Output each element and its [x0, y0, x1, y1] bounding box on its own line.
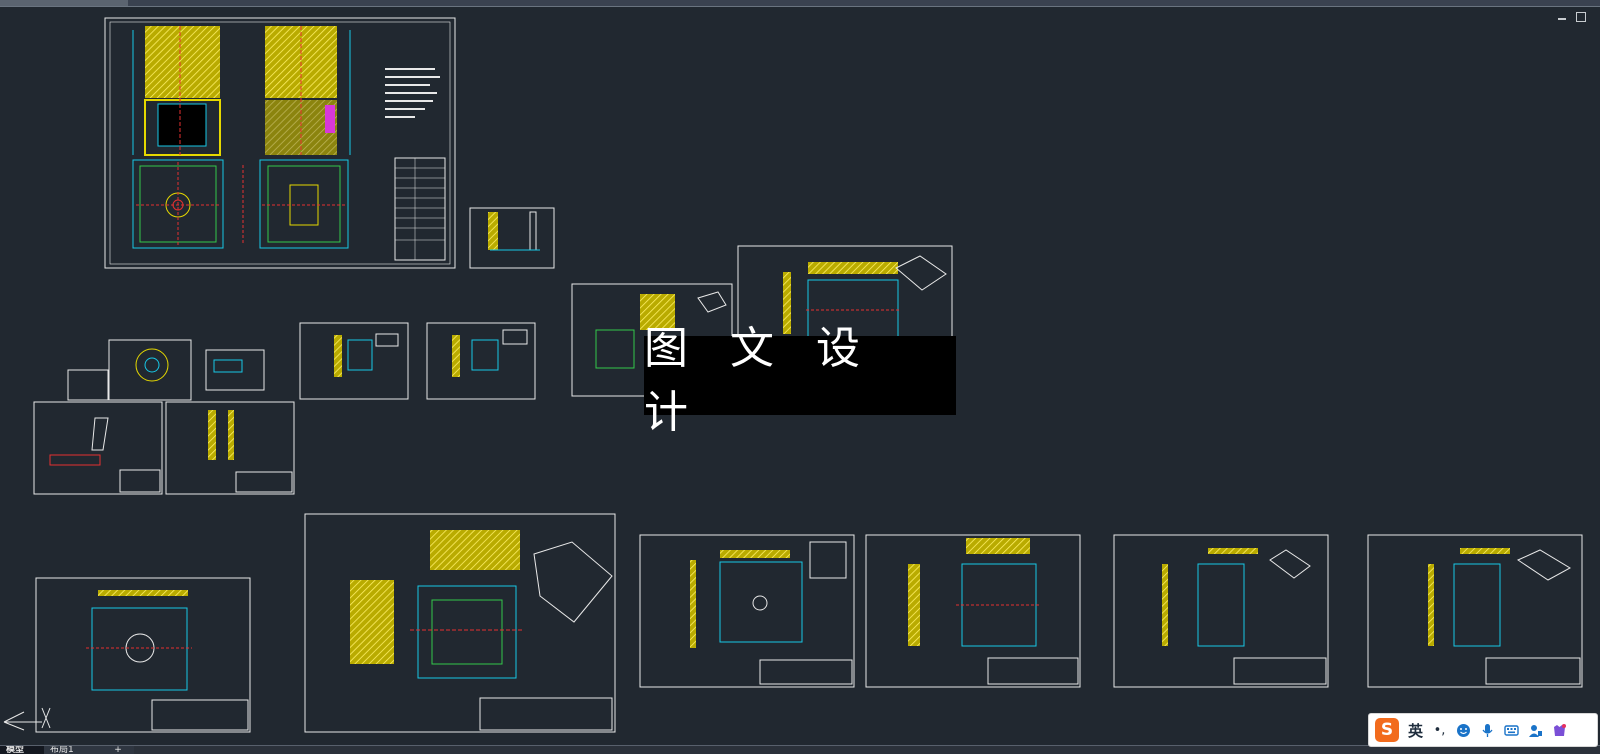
user-icon[interactable] — [1528, 723, 1543, 738]
layout-tab-bar: 模型 布局1 + — [0, 745, 1600, 754]
part-drawing-sheet[interactable] — [304, 513, 616, 733]
part-drawing-sheet[interactable] — [639, 534, 855, 688]
cad-model-space[interactable] — [0, 7, 1600, 745]
part-drawing-sheet[interactable] — [737, 245, 953, 397]
add-layout-button[interactable]: + — [102, 746, 134, 754]
part-drawing-sheet[interactable] — [35, 577, 251, 733]
part-drawing-sheet[interactable] — [426, 322, 536, 400]
ime-toolbar: S 英 •, — [1368, 713, 1598, 747]
part-drawing-sheet[interactable] — [865, 534, 1081, 688]
ime-language-toggle[interactable]: 英 — [1408, 721, 1424, 740]
keyboard-icon[interactable] — [1504, 723, 1519, 738]
viewport-window-controls — [1558, 12, 1586, 22]
part-drawing-sheet[interactable] — [67, 339, 265, 401]
part-drawing-sheet[interactable] — [571, 283, 733, 397]
punctuation-toggle[interactable]: •, — [1433, 722, 1446, 738]
tab-model[interactable]: 模型 — [0, 746, 50, 754]
part-drawing-sheet[interactable] — [1113, 534, 1329, 688]
ucs-icon — [3, 707, 51, 731]
part-drawing-sheet[interactable] — [299, 322, 409, 400]
part-drawing-sheet[interactable] — [165, 401, 295, 495]
part-drawing-sheet[interactable] — [469, 207, 555, 269]
top-tab-strip — [0, 0, 1600, 7]
emoji-icon[interactable] — [1456, 723, 1471, 738]
sogou-logo-icon[interactable]: S — [1375, 718, 1399, 742]
microphone-icon[interactable] — [1480, 723, 1495, 738]
minimize-icon[interactable] — [1558, 12, 1566, 20]
drawing-tab[interactable] — [0, 0, 128, 6]
watermark: 图 文 设 计 — [644, 323, 956, 438]
tab-layout1[interactable]: 布局1 — [44, 746, 108, 754]
part-drawing-sheet[interactable] — [33, 401, 163, 495]
part-drawing-sheet[interactable] — [1367, 534, 1583, 688]
assembly-drawing-sheet[interactable] — [104, 17, 456, 269]
maximize-icon[interactable] — [1576, 12, 1586, 22]
skin-icon[interactable] — [1552, 723, 1567, 738]
